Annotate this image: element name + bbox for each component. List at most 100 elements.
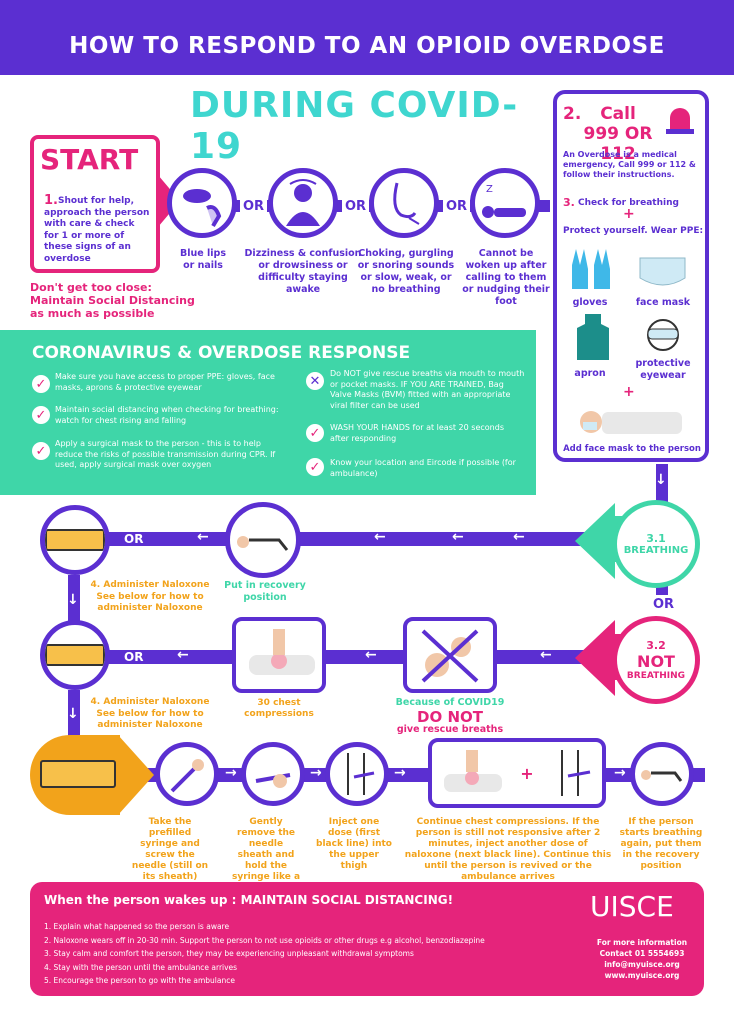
not-breathing-number: 3.2 bbox=[646, 639, 666, 652]
chest-compression-box bbox=[232, 617, 326, 693]
covid-item-left-3: Apply a surgical mask to the person - th… bbox=[55, 439, 276, 469]
or-label: OR bbox=[342, 199, 370, 214]
check-icon: ✓ bbox=[32, 442, 50, 460]
breathing-label: BREATHING bbox=[623, 545, 689, 556]
step-caption-4: Continue chest compressions. If the pers… bbox=[404, 817, 612, 882]
arrow-down-icon: ↓ bbox=[67, 592, 79, 608]
covid-item-right-1: Do NOT give rescue breaths via mouth to … bbox=[330, 369, 525, 410]
syringe-screw-icon bbox=[170, 759, 204, 793]
info-heading: For more information bbox=[596, 938, 688, 947]
sleeping-person-icon: Z bbox=[482, 184, 526, 218]
check-text: Check for breathing bbox=[578, 198, 679, 208]
covid-note: Because of COVID19 bbox=[395, 697, 505, 708]
contact-phone: Contact 01 5554693 bbox=[599, 949, 685, 958]
ppe-mask-label: face mask bbox=[635, 297, 691, 308]
naloxone-circle bbox=[40, 620, 110, 690]
continue-compressions-box: + bbox=[428, 738, 606, 808]
lips-icon bbox=[183, 189, 222, 228]
not-breathing-label2: BREATHING bbox=[626, 671, 686, 681]
distancing-warning: Don't get too close: Maintain Social Dis… bbox=[30, 281, 195, 320]
do-not-text: DO NOT bbox=[417, 708, 483, 726]
arrow-right-icon: → bbox=[310, 765, 322, 781]
start-step-number: 1. bbox=[44, 193, 58, 208]
arrow-left-icon: ← bbox=[540, 647, 552, 663]
wakes-item: 1. Explain what happened so the person i… bbox=[44, 922, 230, 931]
start-step-text: Shout for help, approach the person with… bbox=[44, 196, 150, 264]
ppe-apron-label: apron bbox=[574, 368, 606, 379]
arrow-left-icon: ← bbox=[452, 529, 464, 545]
naloxone-circle bbox=[40, 505, 110, 575]
breathing-bar bbox=[60, 532, 600, 546]
sign-circle-4: Z bbox=[470, 168, 540, 238]
inject-thigh-icon bbox=[560, 750, 591, 796]
sign-caption-4: Cannot be woken up after calling to them… bbox=[462, 248, 550, 307]
covid-title: CORONAVIRUS & OVERDOSE RESPONSE bbox=[32, 343, 411, 363]
arrow-down-icon: ↓ bbox=[67, 706, 79, 722]
naloxone-start-arrowhead bbox=[118, 735, 154, 815]
step-caption-3: Inject one dose (first black line) into … bbox=[316, 817, 392, 871]
sign-circle-1 bbox=[167, 168, 237, 238]
step-circle-3 bbox=[325, 742, 389, 806]
wakes-title: When the person wakes up : MAINTAIN SOCI… bbox=[44, 893, 454, 907]
check-icon: ✓ bbox=[306, 424, 324, 442]
eyewear-icon bbox=[640, 315, 686, 355]
not-breathing-circle: 3.2 NOT BREATHING bbox=[612, 616, 700, 704]
not-breathing-arrow bbox=[575, 620, 615, 696]
call-step-number: 2. bbox=[563, 104, 582, 124]
left-connector bbox=[68, 690, 80, 740]
syringe-hold-icon bbox=[255, 773, 291, 788]
naloxone-kit-icon bbox=[45, 644, 105, 666]
chest-compression-icon bbox=[249, 629, 315, 675]
page-subtitle: DURING COVID-19 bbox=[190, 85, 519, 167]
contact-website[interactable]: www.myuisce.org bbox=[604, 971, 680, 980]
breathing-arrow bbox=[575, 503, 615, 579]
rescue-breaths-text: give rescue breaths bbox=[396, 724, 504, 735]
plus-sign: + bbox=[520, 763, 534, 783]
masked-person-icon bbox=[575, 402, 685, 438]
arrow-down-icon: ↓ bbox=[655, 472, 667, 488]
chest-compression-icon bbox=[444, 750, 503, 792]
sign-caption-3: Choking, gurgling or snoring sounds or s… bbox=[357, 248, 455, 295]
wakes-box bbox=[30, 882, 704, 996]
check-icon: ✓ bbox=[32, 406, 50, 424]
or-label: OR bbox=[651, 595, 677, 614]
wakes-item: 3. Stay calm and comfort the person, the… bbox=[44, 949, 414, 958]
naloxone-title: 4. Administer Naloxone bbox=[90, 697, 210, 707]
contact-email[interactable]: info@myuisce.org bbox=[604, 960, 680, 969]
breathing-number: 3.1 bbox=[646, 532, 666, 545]
uisce-logo: UISCE bbox=[590, 890, 674, 923]
covid-box bbox=[0, 330, 536, 495]
covid-item-right-3: Know your location and Eircode if possib… bbox=[330, 458, 516, 478]
arrow-right-icon: → bbox=[394, 765, 406, 781]
check-icon: ✓ bbox=[306, 458, 324, 476]
check-step-number: 3. bbox=[563, 196, 575, 209]
arrow-left-icon: ← bbox=[197, 529, 209, 545]
x-icon: ✕ bbox=[306, 372, 324, 390]
ppe-eyewear-label: protective eyewear bbox=[635, 358, 691, 381]
or-label: OR bbox=[124, 650, 144, 664]
wakes-list: 1. Explain what happened so the person i… bbox=[44, 920, 584, 988]
step-circle-5 bbox=[630, 742, 694, 806]
arrow-left-icon: ← bbox=[374, 529, 386, 545]
step-caption-1: Take the prefilled syringe and screw the… bbox=[131, 817, 209, 882]
arrow-left-icon: ← bbox=[365, 647, 377, 663]
compressions-label: 30 chest compressions bbox=[244, 698, 314, 719]
naloxone-kit-icon bbox=[45, 529, 105, 551]
step-caption-5: If the person starts breathing again, pu… bbox=[619, 817, 703, 871]
recovery-circle bbox=[225, 502, 301, 578]
svg-text:Z: Z bbox=[486, 184, 493, 195]
no-rescue-breaths-box bbox=[403, 617, 497, 693]
wakes-item: 5. Encourage the person to go with the a… bbox=[44, 976, 235, 985]
sign-caption-2: Dizziness & confusion or drowsiness or d… bbox=[244, 248, 362, 295]
arrow-left-icon: ← bbox=[177, 647, 189, 663]
inject-thigh-icon bbox=[347, 753, 375, 795]
sign-circle-3 bbox=[369, 168, 439, 238]
covid-item-left-1: Make sure you have access to proper PPE:… bbox=[55, 372, 275, 392]
naloxone-kit-large bbox=[40, 760, 116, 788]
no-mouth-to-mouth-icon bbox=[421, 629, 479, 683]
call-title: Call 999 OR 112 bbox=[583, 104, 653, 164]
dizzy-person-icon bbox=[286, 179, 320, 226]
ppe-gloves-label: gloves bbox=[572, 297, 608, 308]
covid-item-right-2: WASH YOUR HANDS for at least 20 seconds … bbox=[330, 423, 504, 443]
